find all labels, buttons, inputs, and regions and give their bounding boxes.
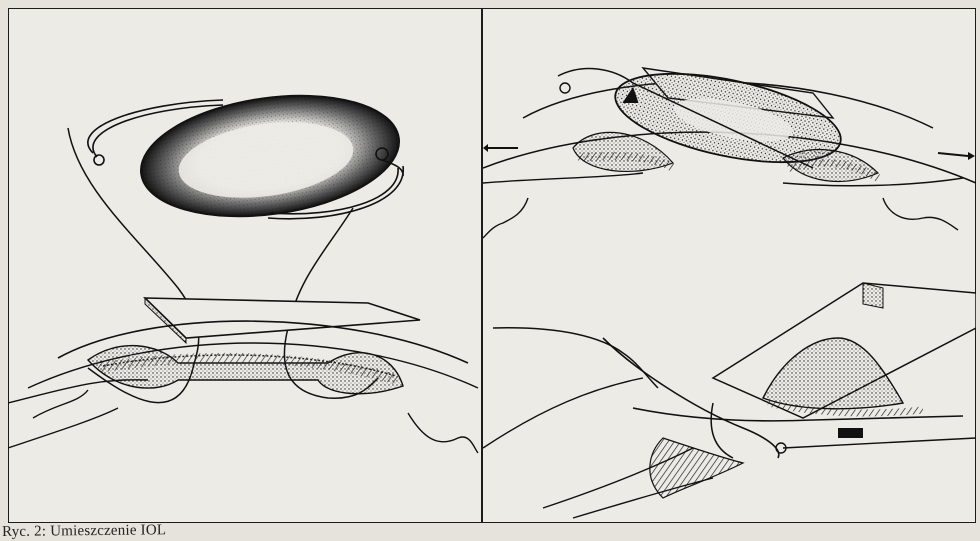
left-illustration bbox=[8, 8, 481, 523]
iol-optic bbox=[133, 80, 407, 231]
figure-caption: Ryc. 2: Umieszczenie IOL bbox=[2, 522, 166, 541]
sclera-contours bbox=[8, 380, 478, 453]
iris-tissue bbox=[88, 346, 403, 394]
iol-insertion-top bbox=[483, 57, 976, 238]
suture-fixation-bottom bbox=[483, 283, 976, 518]
right-illustration bbox=[483, 8, 976, 523]
